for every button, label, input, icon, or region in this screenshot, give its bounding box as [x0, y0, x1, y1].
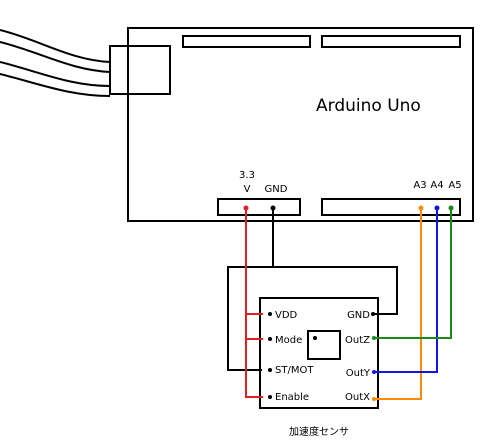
sensor-dot-outy — [372, 370, 376, 374]
sensor-pin-st-mot: ST/MOT — [275, 365, 314, 376]
sensor-dot-gnd — [371, 312, 375, 316]
digital-header-left — [182, 35, 311, 48]
sensor-dot-outx — [372, 397, 376, 401]
sensor-pin-outx: OutX — [345, 392, 370, 403]
digital-header-right — [321, 35, 461, 48]
sensor-pin-outz: OutZ — [345, 335, 370, 346]
wire-outx — [374, 208, 422, 400]
pin-label-3v3-bottom: V — [244, 184, 251, 195]
sensor-dot-vdd — [268, 312, 272, 316]
pin-label-a3: A3 — [413, 180, 426, 191]
sensor-caption: 加速度センサ — [289, 425, 349, 438]
sensor-pin-outy: OutY — [346, 368, 371, 379]
arduino-board — [127, 27, 474, 222]
sensor-pin-enable: Enable — [275, 392, 309, 403]
pin-label-gnd: GND — [265, 184, 288, 195]
wire-outz — [374, 208, 452, 339]
sensor-dot-outz — [372, 336, 376, 340]
sensor-chip-dot — [313, 336, 317, 340]
sensor-dot-st-mot — [268, 368, 272, 372]
sensor-dot-mode — [268, 337, 272, 341]
wire-outy — [374, 208, 438, 373]
sensor-module — [259, 297, 379, 409]
sensor-pin-mode: Mode — [275, 335, 302, 346]
sensor-pin-vdd: VDD — [275, 310, 298, 321]
pin-label-a4: A4 — [430, 180, 443, 191]
pin-label-a5: A5 — [448, 180, 461, 191]
pin-dot-a4 — [434, 205, 440, 211]
pin-label-3v3-top: 3.3 — [239, 170, 255, 181]
analog-header — [321, 198, 461, 216]
pin-dot-a3 — [418, 205, 424, 211]
wire-power — [245, 208, 263, 398]
sensor-dot-enable — [268, 395, 272, 399]
pin-dot-3v3 — [243, 205, 249, 211]
pin-dot-gnd — [270, 205, 276, 211]
usb-connector — [109, 45, 171, 95]
usb-cable — [0, 29, 111, 97]
sensor-pin-gnd: GND — [347, 310, 370, 321]
board-title: Arduino Uno — [316, 96, 421, 116]
wire-ground — [227, 208, 398, 371]
pin-dot-a5 — [448, 205, 454, 211]
sensor-chip — [307, 330, 341, 360]
power-header — [217, 198, 301, 216]
